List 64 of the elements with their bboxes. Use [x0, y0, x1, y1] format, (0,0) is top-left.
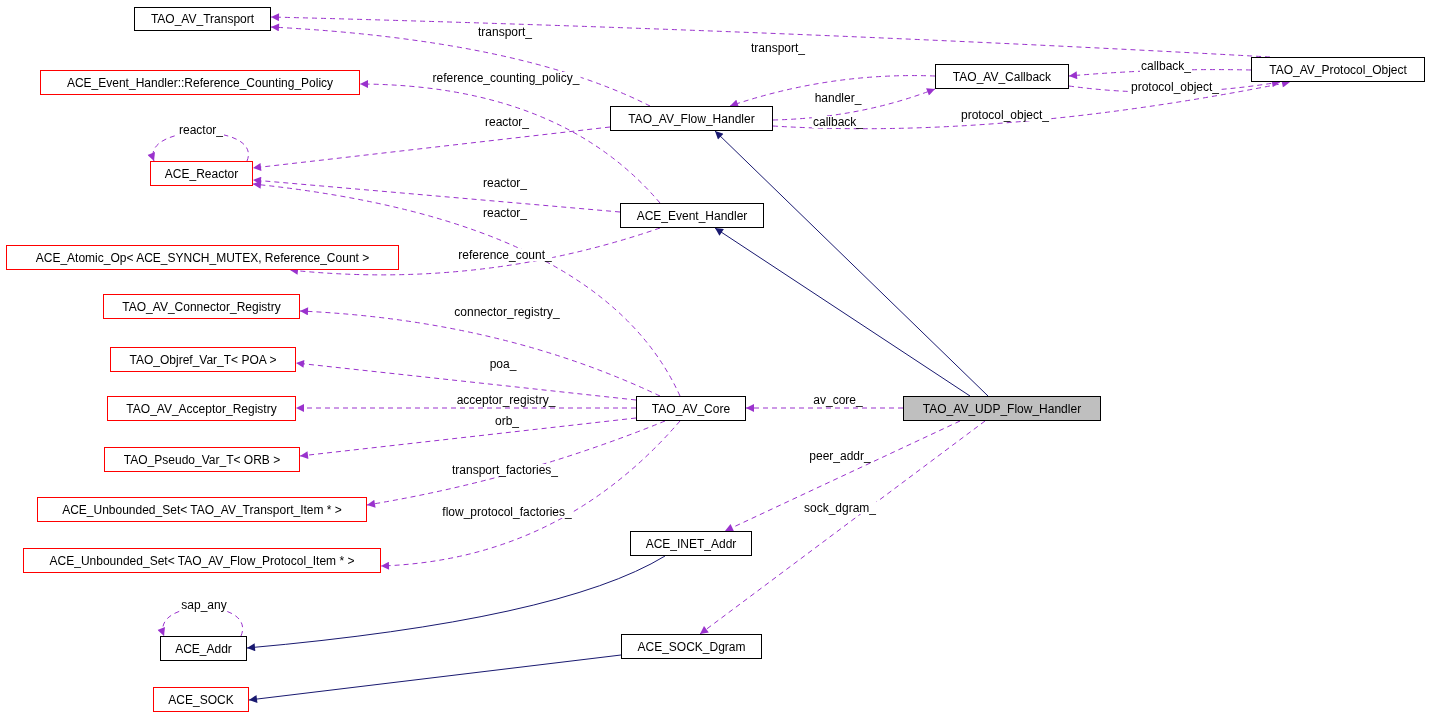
- edge-label: reactor_: [482, 177, 528, 189]
- arrow: [714, 130, 989, 397]
- class-box: ACE_INET_Addr: [630, 531, 752, 556]
- edge-label: reference_count_: [457, 249, 553, 261]
- dashed-arrow: [270, 23, 651, 107]
- dashed-arrow: [729, 75, 936, 108]
- dashed-arrow: [366, 420, 666, 508]
- dashed-arrow: [299, 307, 661, 397]
- edge-label: reactor_: [484, 116, 530, 128]
- class-box: TAO_AV_UDP_Flow_Handler: [903, 396, 1101, 421]
- dashed-arrow: [724, 420, 961, 532]
- edge-label: reactor_: [178, 124, 224, 136]
- edge-label: sock_dgram_: [803, 502, 877, 514]
- class-box: TAO_AV_Core: [636, 396, 746, 421]
- edge-label: flow_protocol_factories_: [441, 506, 573, 518]
- class-box: TAO_AV_Transport: [134, 7, 271, 31]
- edge-label: reference_counting_policy_: [431, 72, 581, 84]
- class-box: ACE_Unbounded_Set< TAO_AV_Flow_Protocol_Item * >: [23, 548, 381, 573]
- dashed-arrow: [295, 359, 637, 401]
- class-box: ACE_SOCK: [153, 687, 249, 712]
- dashed-arrow: [252, 176, 621, 213]
- class-box: TAO_Pseudo_Var_T< ORB >: [104, 447, 300, 472]
- edge-label: poa_: [488, 358, 518, 370]
- edge-label: handler_: [813, 92, 863, 104]
- dashed-arrow: [252, 181, 681, 397]
- dashed-arrow: [380, 420, 681, 570]
- class-box: ACE_Addr: [160, 636, 247, 661]
- dashed-arrow: [745, 404, 904, 412]
- class-box: TAO_AV_Flow_Handler: [610, 106, 773, 131]
- dashed-arrow: [295, 404, 637, 412]
- edge-label: callback_: [812, 116, 864, 128]
- edge-label: protocol_object_: [959, 109, 1051, 121]
- dashed-arrow: [359, 80, 661, 204]
- edge-label: av_core_: [812, 394, 864, 406]
- edge-label: peer_addr_: [808, 450, 872, 462]
- class-box: TAO_AV_Acceptor_Registry: [107, 396, 296, 421]
- edge-label: acceptor_registry_: [455, 394, 557, 406]
- class-box: TAO_AV_Connector_Registry: [103, 294, 300, 319]
- edge-label: transport_: [477, 26, 533, 38]
- class-box: ACE_SOCK_Dgram: [621, 634, 762, 659]
- class-box: ACE_Event_Handler: [620, 203, 764, 228]
- class-box: ACE_Reactor: [150, 161, 253, 186]
- dashed-arrow: [299, 417, 637, 460]
- arrow: [246, 555, 666, 652]
- class-box: TAO_Objref_Var_T< POA >: [110, 347, 296, 372]
- dashed-arrow: [289, 227, 661, 276]
- edge-label: protocol_object_: [1129, 81, 1221, 93]
- dashed-arrow: [699, 420, 986, 635]
- edge-label: transport_factories_: [450, 464, 560, 476]
- class-box: ACE_Unbounded_Set< TAO_AV_Transport_Item * >: [37, 497, 367, 522]
- dashed-arrow: [772, 88, 936, 121]
- arrow: [248, 654, 622, 703]
- edge-label: orb_: [494, 415, 520, 427]
- class-box: ACE_Event_Handler::Reference_Counting_Policy: [40, 70, 360, 95]
- dashed-arrow: [252, 126, 611, 172]
- edge-label: callback_: [1140, 60, 1192, 72]
- edge-label: connector_registry_: [453, 306, 561, 318]
- edge-label: reactor_: [482, 207, 528, 219]
- class-box: ACE_Atomic_Op< ACE_SYNCH_MUTEX, Reference_Count >: [6, 245, 399, 270]
- arrow: [714, 227, 971, 397]
- class-box: TAO_AV_Protocol_Object: [1251, 57, 1425, 82]
- class-box: TAO_AV_Callback: [935, 64, 1069, 89]
- edge-label: transport_: [750, 42, 806, 54]
- edge-label: sap_any: [180, 599, 228, 611]
